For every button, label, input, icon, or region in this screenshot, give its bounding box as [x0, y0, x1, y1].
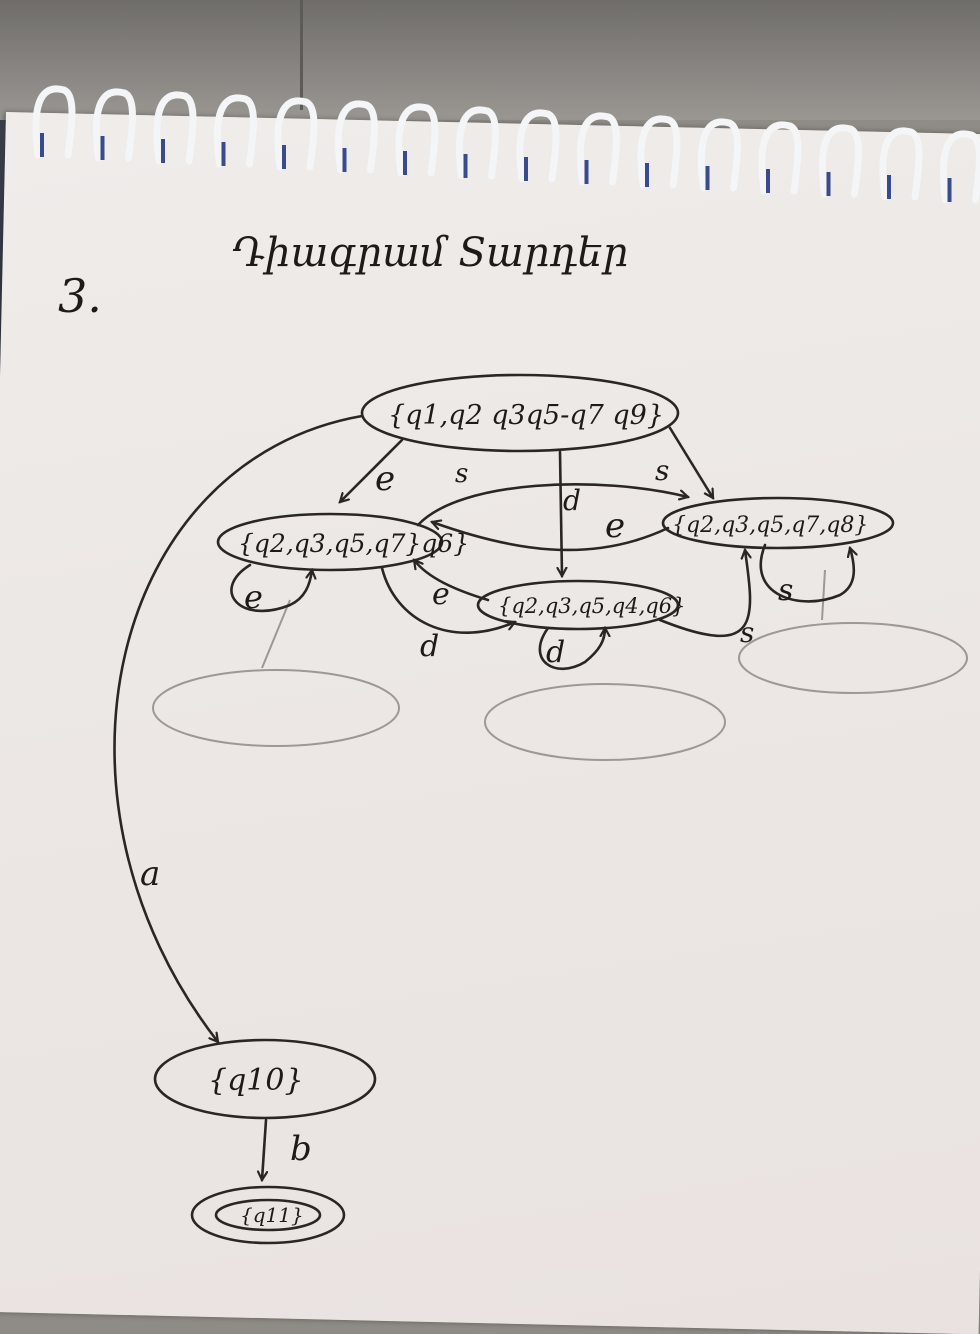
transition-d-loop	[538, 628, 605, 671]
spiral-ring	[879, 127, 923, 201]
transition-s-e	[432, 522, 670, 552]
transition-s-e-label: e	[605, 506, 625, 546]
state-q11-inner	[214, 1198, 322, 1232]
state-start	[360, 373, 680, 453]
spiral-ring	[939, 130, 980, 204]
state-e-label: {q2,q3,q5,q7}q6}	[238, 529, 469, 558]
transition-s-loop	[759, 543, 854, 603]
transition-e-d-label: d	[420, 629, 439, 664]
erased-state-left	[152, 669, 400, 747]
spiral-ring	[92, 88, 136, 162]
state-q11-outer	[190, 1185, 346, 1245]
spiral-ring	[576, 112, 620, 186]
state-q10	[153, 1038, 377, 1120]
transition-d-e-label: e	[432, 577, 450, 612]
state-q11-label: {q11}	[240, 1203, 304, 1227]
state-start-label: {q1,q2 q3q5-q7 q9}	[388, 400, 664, 431]
spiral-ring	[516, 109, 560, 183]
transition-start-q10-label: a	[140, 854, 160, 894]
transition-d-e	[414, 560, 490, 602]
state-s	[661, 496, 895, 550]
transition-s-loop-label: s	[778, 573, 793, 608]
spiral-ring	[455, 106, 499, 180]
erased-arrow-left	[261, 599, 291, 669]
page-heading: Դիագրամ Sարդեր	[232, 230, 628, 276]
erased-state-middle	[484, 683, 726, 761]
transition-e-loop	[230, 563, 312, 613]
spiral-ring	[32, 85, 76, 159]
transition-d-s-label: s	[740, 616, 754, 649]
spiral-ring	[395, 103, 439, 177]
transition-e-s	[416, 483, 688, 527]
transition-start-d	[560, 450, 562, 576]
spiral-ring	[818, 124, 862, 198]
transition-start-d-label: d	[563, 484, 581, 517]
transition-start-e	[340, 438, 404, 502]
transition-start-s	[668, 426, 715, 498]
transition-q10-q11-label: b	[290, 1129, 312, 1169]
spiral-ring	[758, 121, 802, 195]
spiral-ring	[274, 97, 318, 171]
spiral-ring	[697, 118, 741, 192]
transition-d-loop-label: d	[546, 635, 565, 670]
state-q10-label: {q10}	[208, 1063, 304, 1098]
state-d	[476, 579, 680, 631]
spiral-ring	[334, 100, 378, 174]
spiral-ring	[213, 94, 257, 168]
desk-seam	[300, 0, 303, 110]
transition-e-s-label: s	[455, 459, 468, 489]
transition-start-s-label: s	[655, 454, 669, 487]
spiral-ring	[153, 91, 197, 165]
transition-e-loop-label: e	[244, 578, 263, 616]
spiral-ring	[637, 115, 681, 189]
transition-start-q10	[113, 414, 364, 1042]
exercise-number: 3.	[58, 269, 102, 323]
state-s-label: {q2,q3,q5,q7,q8}	[672, 513, 868, 538]
state-e	[216, 512, 444, 572]
transition-start-e-label: e	[375, 459, 395, 499]
state-d-label: {q2,q3,q5,q4,q6}	[498, 594, 685, 618]
transition-q10-q11	[262, 1118, 266, 1180]
transition-d-s	[658, 550, 750, 638]
spiral-binding	[32, 85, 980, 204]
transition-e-d	[380, 566, 515, 634]
erased-state-right	[738, 622, 968, 694]
erased-arrow-right	[821, 569, 826, 621]
diagram-canvas: Դիագրամ Sարդեր 3. {q1,q2 q3q5-q7 q9} {q2…	[32, 85, 980, 1245]
